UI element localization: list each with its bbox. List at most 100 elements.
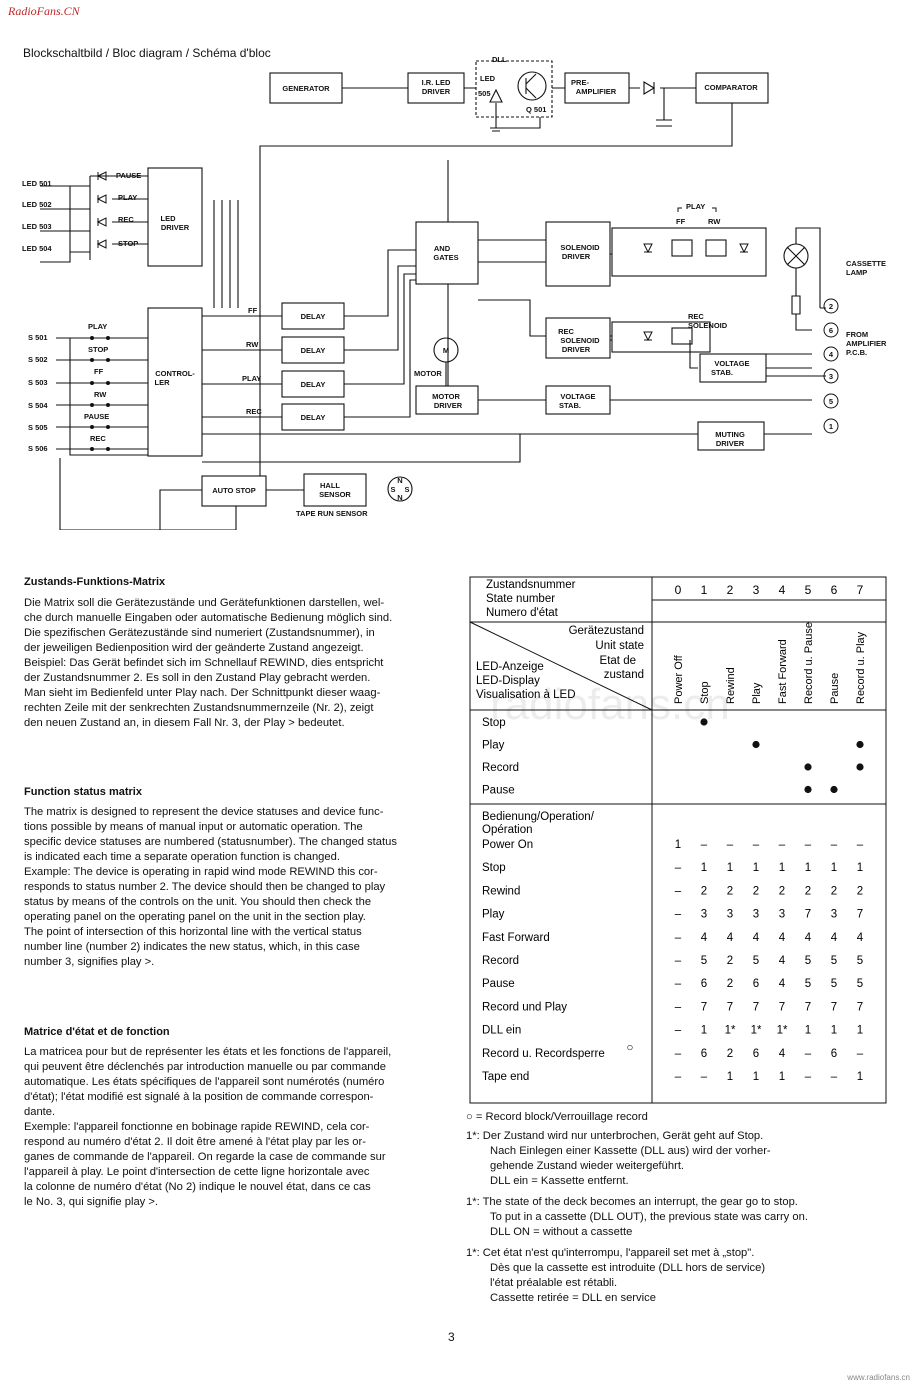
operation-cell: 1 (727, 862, 733, 874)
led-row-label: Record (482, 762, 519, 774)
operation-cell: – (831, 839, 838, 851)
led-indicator-dot (830, 785, 838, 794)
operation-cell: 1 (753, 1071, 759, 1083)
note-line: Nach Einlegen einer Kassette (DLL aus) w… (490, 1145, 771, 1157)
delay-label-ff: DELAY (301, 312, 326, 321)
operation-cell: – (675, 1025, 682, 1037)
from-amplifier-label-2: AMPLIFIER (846, 339, 887, 348)
motor-driver-label-2: DRIVER (434, 401, 463, 410)
en-line: The point of intersection of this horizo… (24, 926, 362, 938)
operation-cell: 1* (725, 1025, 736, 1037)
s504-label: S 504 (28, 401, 48, 410)
operation-row-label: Stop (482, 862, 506, 874)
note-en: 1*: The state of the deck becomes an int… (466, 1195, 886, 1240)
state-name-label: Pause (829, 673, 841, 704)
ir-led-driver-label-1: I.R. LED (422, 78, 451, 87)
magnet-s1: S (390, 485, 395, 494)
operation-cell: 2 (857, 885, 863, 897)
hall-sensor-label-2: SENSOR (319, 490, 351, 499)
en-line: is indicated each time a separate operat… (24, 851, 340, 863)
s502-label: S 502 (28, 355, 48, 364)
solenoid-ff-label: FF (676, 217, 686, 226)
led-indicator-dot (804, 785, 812, 794)
led-driver-block (147, 167, 203, 267)
diag-upper-1: Gerätezustand (569, 625, 644, 637)
terminal-6: 6 (829, 326, 833, 335)
led-indicator-dot (700, 718, 708, 726)
operation-cell: 1 (701, 862, 707, 874)
led-label: LED (480, 74, 496, 83)
de-line: rechten Zeile mit der senkrechten Zustan… (24, 702, 374, 714)
led-row-label: Play (482, 740, 505, 752)
pre-amplifier-label-1: PRE- (571, 78, 589, 87)
fr-line: Exemple: l'appareil fonctionne en bobina… (24, 1121, 370, 1133)
voltage-stab-1-label-2: STAB. (711, 368, 733, 377)
operation-cell: 3 (779, 909, 785, 921)
operation-cell: 5 (831, 978, 837, 990)
magnet-n1: N (397, 476, 402, 485)
led-play-label: PLAY (118, 193, 137, 202)
operation-cell: 7 (701, 1001, 707, 1013)
operation-row-label: Play (482, 909, 505, 921)
de-line: Die Matrix soll die Gerätezustände und G… (24, 597, 385, 609)
operation-row-label: Power On (482, 839, 533, 851)
background-watermark: radiofans.cn (490, 680, 730, 729)
hall-sensor-label-1: HALL (320, 481, 340, 490)
delay-label-play: DELAY (301, 380, 326, 389)
matrix-header-line-3: Numero d'état (486, 607, 559, 619)
rec-solenoid-driver-block (545, 317, 611, 359)
operation-cell: 6 (701, 978, 707, 990)
operation-cell: – (805, 839, 812, 851)
note-line: 1*: The state of the deck becomes an int… (466, 1196, 798, 1208)
operation-cell: 1 (779, 1071, 785, 1083)
operation-cell: 2 (727, 955, 733, 967)
operation-cell: 6 (831, 1048, 837, 1060)
note-line: DLL ein = Kassette entfernt. (490, 1175, 629, 1187)
state-name-label: Record u. Pause (803, 622, 815, 704)
de-line: der jeweiligen Bedienposition wird der g… (24, 642, 364, 654)
en-line: Example: The device is operating in rapi… (24, 866, 378, 878)
operation-cell: – (779, 839, 786, 851)
diagram-title: Blockschaltbild / Bloc diagram / Schéma … (23, 46, 271, 60)
operation-cell: 1 (753, 862, 759, 874)
led-indicator-dot (752, 740, 760, 749)
fr-line: La matricea pour but de représenter les … (24, 1046, 392, 1058)
switch-rec-label: REC (90, 434, 106, 443)
diag-upper-2: Unit state (595, 640, 644, 652)
en-line: responds to status number 2. The device … (24, 881, 386, 893)
switch-pause-label: PAUSE (84, 412, 109, 421)
s506-label: S 506 (28, 444, 48, 453)
led502-label: LED 502 (22, 200, 52, 209)
terminal-4: 4 (829, 350, 834, 359)
led-driver-label-1: LED (161, 214, 177, 223)
state-number: 7 (857, 583, 864, 597)
note-line: DLL ON = without a cassette (490, 1226, 633, 1238)
auto-stop-label: AUTO STOP (212, 486, 255, 495)
line-rec-label: REC (246, 407, 262, 416)
q501-label: Q 501 (526, 105, 546, 114)
operation-cell: 7 (727, 1001, 733, 1013)
motor-label: MOTOR (414, 369, 442, 378)
muting-driver-label-1: MUTING (715, 430, 745, 439)
state-number: 4 (779, 583, 786, 597)
state-name-label: Record u. Play (855, 631, 867, 704)
solenoid-driver-label-1: SOLENOID (560, 243, 600, 252)
operation-cell: – (753, 839, 760, 851)
muting-driver-label-2: DRIVER (716, 439, 745, 448)
operation-cell: – (805, 1048, 812, 1060)
operation-cell: – (701, 1071, 708, 1083)
cassette-lamp-label-1: CASSETTE (846, 259, 886, 268)
motor-symbol-label: M (443, 346, 449, 355)
diag-upper-3: Etat de (600, 655, 636, 667)
fr-line: la colonne de numéro d'état (No 2) indiq… (24, 1181, 371, 1193)
state-matrix: Zustandsnummer State number Numero d'éta… (469, 576, 887, 1104)
operation-cell: 4 (727, 932, 734, 944)
ff-solenoid-coil (671, 239, 693, 257)
state-number: 2 (727, 583, 734, 597)
operation-cell: – (675, 978, 682, 990)
voltage-stab-2-label-2: STAB. (559, 401, 581, 410)
page-number: 3 (448, 1330, 455, 1344)
led-indicator-dot (804, 763, 812, 771)
operation-cell: 7 (779, 1001, 785, 1013)
state-number: 6 (831, 583, 838, 597)
